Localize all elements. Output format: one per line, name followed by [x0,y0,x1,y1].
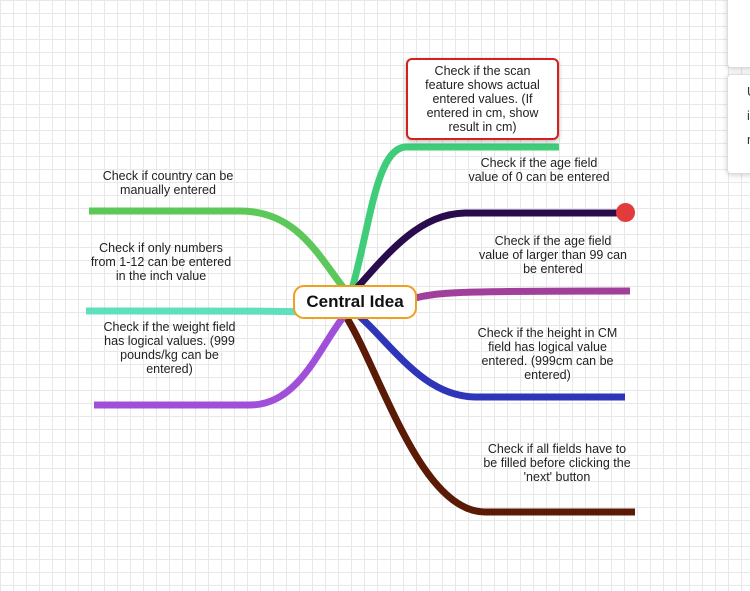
right-side-panel [727,0,750,68]
branch-line-country [89,207,353,299]
topic-inch[interactable]: Check if only numbers from 1-12 can be e… [90,241,232,283]
topic-scan-selected[interactable]: Check if the scan feature shows actual e… [406,58,559,140]
branch-line-weight [94,312,348,409]
topic-age-over-99[interactable]: Check if the age field value of larger t… [478,234,628,276]
branch-line-scan [346,143,559,298]
branch-line-age99 [414,287,631,302]
side-panel-letter-2: i [747,109,750,123]
topic-country[interactable]: Check if country can be manually entered [102,169,234,197]
branch-line-inch [85,307,301,316]
branch-line-age0 [347,209,625,299]
branch-line-heightcm [347,305,625,401]
branch-line-allfields [342,313,635,516]
central-idea-node[interactable]: Central Idea [293,285,417,319]
side-panel-letter-3: r [747,133,750,147]
topic-age-zero[interactable]: Check if the age field value of 0 can be… [468,156,610,184]
side-panel-letter-1: U [747,85,750,99]
topic-scan-text: Check if the scan feature shows actual e… [425,64,540,134]
right-side-panel-lower: U i r [727,74,750,174]
topic-weight[interactable]: Check if the weight field has logical va… [103,320,236,376]
topic-all-fields[interactable]: Check if all fields have to be filled be… [483,442,631,484]
topic-height-cm[interactable]: Check if the height in CM field has logi… [477,326,618,382]
branch-drag-handle[interactable] [616,203,635,222]
